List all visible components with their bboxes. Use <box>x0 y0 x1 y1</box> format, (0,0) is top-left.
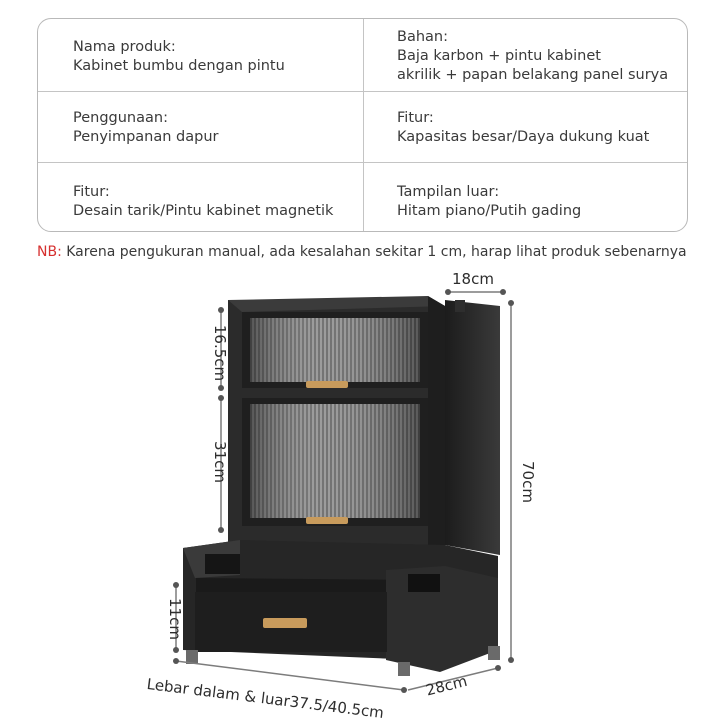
spec-table: Nama produk: Kabinet bumbu dengan pintu … <box>37 18 688 232</box>
spec-label: Nama produk: <box>73 39 176 55</box>
foot <box>186 650 198 664</box>
dim-height-label: 70cm <box>519 461 537 503</box>
spec-label: Tampilan luar: <box>397 184 500 200</box>
row-divider <box>38 162 687 163</box>
spec-usage: Penggunaan: Penyimpanan dapur <box>73 109 218 147</box>
upper-door-handle <box>306 381 348 388</box>
spec-feature: Fitur: Kapasitas besar/Daya dukung kuat <box>397 109 649 147</box>
spec-label: Fitur: <box>397 110 434 126</box>
foot <box>488 646 500 660</box>
spec-value: Baja karbon + pintu kabinet <box>397 48 601 64</box>
dim-depth-top-label: 18cm <box>452 270 494 288</box>
column-divider <box>363 19 364 231</box>
spec-appearance: Tampilan luar: Hitam piano/Putih gading <box>397 183 581 221</box>
cabinet-side-panel <box>445 300 500 555</box>
dim-lower-shelf-label: 31cm <box>211 441 229 483</box>
lower-door-handle <box>306 517 348 524</box>
spec-value: akrilik + papan belakang panel surya <box>397 67 669 83</box>
cabinet-top <box>228 296 445 312</box>
spec-value: Hitam piano/Putih gading <box>397 203 582 219</box>
row-divider <box>38 91 687 92</box>
spec-value: Kabinet bumbu dengan pintu <box>73 58 285 74</box>
note-text: Karena pengukuran manual, ada kesalahan … <box>61 244 687 260</box>
foot <box>398 662 410 676</box>
spec-material: Bahan: Baja karbon + pintu kabinet akril… <box>397 28 668 85</box>
dim-upper-shelf-label: 16.5cm <box>211 324 229 382</box>
note-prefix: NB: <box>37 244 62 260</box>
spec-product-name: Nama produk: Kabinet bumbu dengan pintu <box>73 38 285 76</box>
dim-drawer-label: 11cm <box>166 598 184 640</box>
measurement-note: NB: Karena pengukuran manual, ada kesala… <box>37 244 687 260</box>
spec-label: Fitur: <box>73 184 110 200</box>
spec-value: Penyimpanan dapur <box>73 129 219 145</box>
drawer-handle <box>263 618 307 628</box>
spec-value: Desain tarik/Pintu kabinet magnetik <box>73 203 334 219</box>
spec-feature-2: Fitur: Desain tarik/Pintu kabinet magnet… <box>73 183 333 221</box>
spec-value: Kapasitas besar/Daya dukung kuat <box>397 129 650 145</box>
spec-label: Penggunaan: <box>73 110 168 126</box>
spec-label: Bahan: <box>397 29 448 45</box>
